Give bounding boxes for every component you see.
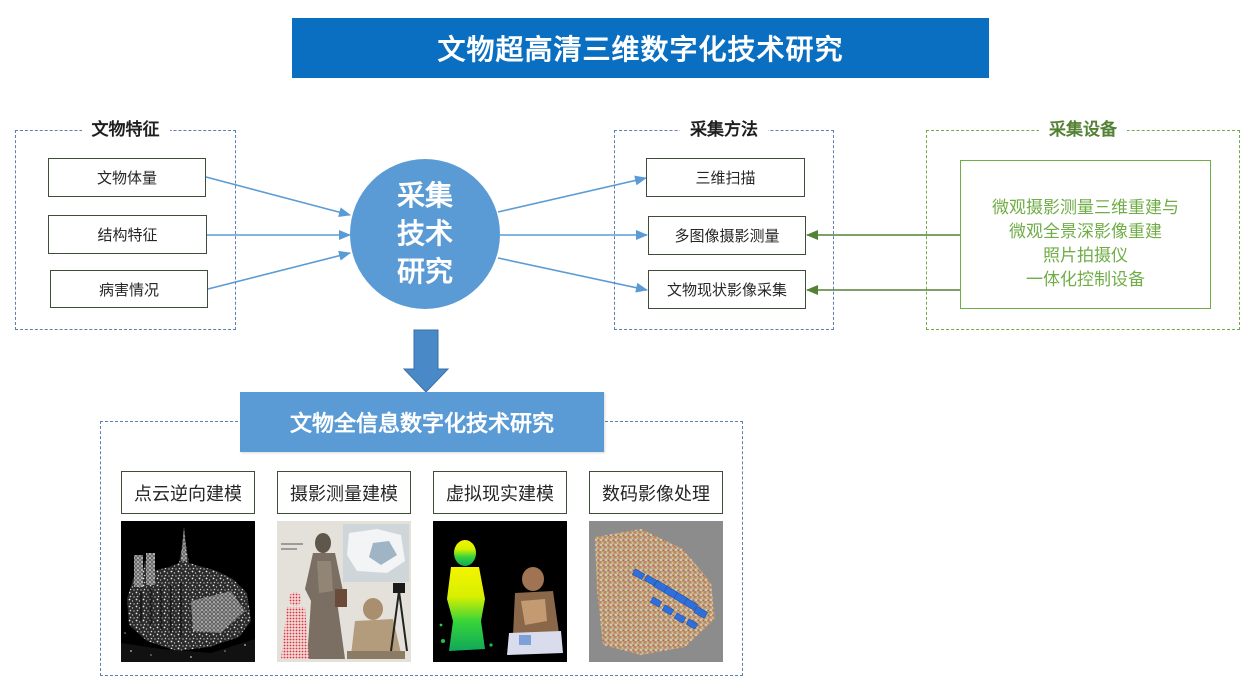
feature-group: 文物特征	[15, 120, 236, 330]
photogrammetry-image	[277, 521, 411, 662]
virtual-reality-image	[433, 521, 567, 662]
equipment-group-header: 采集设备	[927, 119, 1239, 142]
equipment-group-label: 采集设备	[1039, 120, 1127, 139]
ground	[121, 639, 255, 662]
down-arrow	[402, 329, 450, 393]
method-group-header: 采集方法	[615, 119, 833, 142]
camera-positions	[631, 568, 709, 630]
ground-speckles	[124, 632, 246, 658]
method-group: 采集方法	[614, 120, 834, 330]
center-line-1: 采集	[396, 180, 453, 211]
cathedral-point-cloud	[127, 527, 251, 651]
photogrammetry-collage-picture	[277, 521, 411, 662]
caption-lines	[281, 543, 303, 550]
method-imaging-box: 文物现状影像采集	[648, 270, 806, 309]
heatmap-figure	[439, 540, 493, 651]
equipment-line-2: 微观全景深影像重建	[1009, 222, 1162, 241]
page-title: 文物超高清三维数字化技术研究	[292, 18, 989, 78]
tripod-camera	[390, 583, 408, 652]
panel-label-image-processing: 数码影像处理	[589, 471, 723, 514]
panel-label-photogrammetry: 摄影测量建模	[277, 471, 411, 514]
point-cloud-image	[121, 521, 255, 662]
center-line-2: 技术	[396, 218, 453, 249]
standing-statue	[305, 533, 345, 659]
panel-label-virtual-reality: 虚拟现实建模	[433, 471, 567, 514]
feature-structure-box: 结构特征	[48, 215, 207, 254]
equipment-line-3: 照片拍摄仪	[1043, 246, 1128, 265]
point-cloud-cathedral-picture	[121, 521, 255, 662]
method-group-label: 采集方法	[680, 120, 768, 139]
colored-point-cloud	[595, 529, 715, 655]
small-figure	[335, 589, 347, 607]
center-line-3: 研究	[396, 256, 453, 287]
equipment-line-1: 微观摄影测量三维重建与	[992, 198, 1179, 217]
method-scan-box: 三维扫描	[646, 158, 805, 197]
feature-group-header: 文物特征	[16, 119, 235, 142]
equipment-group: 采集设备	[926, 120, 1240, 330]
virtual-reality-model-picture	[433, 521, 567, 662]
feature-volume-box: 文物体量	[48, 158, 206, 197]
image-processing-image	[589, 521, 723, 662]
equipment-box: 微观摄影测量三维重建与 微观全景深影像重建 照片拍摄仪 一体化控制设备	[960, 160, 1211, 309]
equipment-line-4: 一体化控制设备	[1026, 270, 1145, 289]
camera-alignment-picture	[589, 521, 723, 662]
red-point-cloud-figure	[281, 592, 309, 659]
center-circle: 采集 技术 研究	[350, 159, 500, 309]
bottom-title: 文物全信息数字化技术研究	[240, 392, 604, 452]
seated-statue	[347, 598, 405, 659]
method-photogrammetry-box: 多图像摄影测量	[648, 216, 806, 255]
feature-damage-box: 病害情况	[50, 270, 208, 308]
feature-group-label: 文物特征	[81, 120, 170, 139]
textured-statue	[507, 567, 563, 655]
panel-label-point-cloud: 点云逆向建模	[121, 471, 255, 514]
inset-photo	[343, 524, 409, 582]
